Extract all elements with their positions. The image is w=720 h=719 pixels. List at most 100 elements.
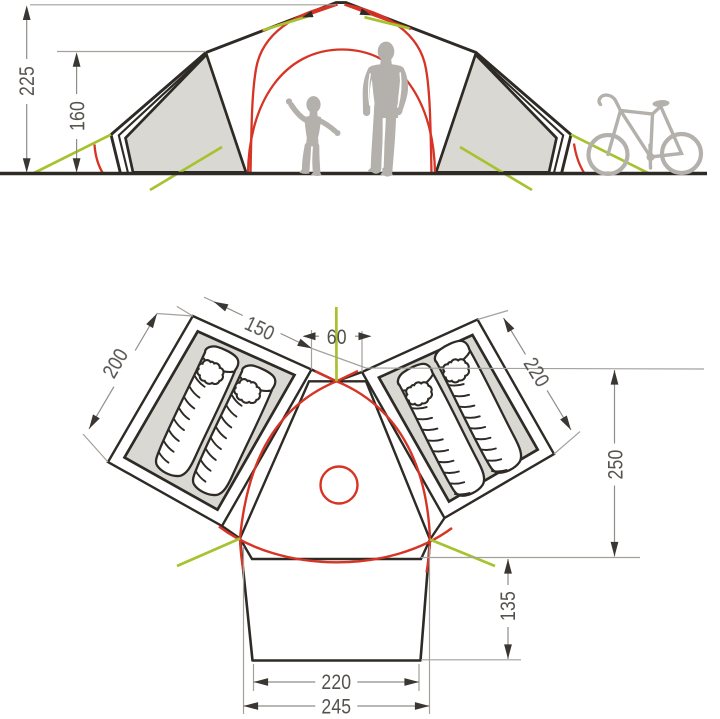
line-art xyxy=(503,318,515,333)
dim-body-depth: 250 xyxy=(604,450,628,480)
sleeping-bag-right-1 xyxy=(396,362,486,497)
circle-shape xyxy=(334,130,341,136)
center-ring xyxy=(319,465,359,505)
group xyxy=(176,306,496,568)
plan-guy-right xyxy=(429,538,496,568)
ridge-guy-right xyxy=(364,15,410,30)
line-segment xyxy=(82,433,109,463)
line-art xyxy=(302,332,316,341)
line-segment xyxy=(477,309,509,321)
line-art xyxy=(367,73,371,106)
line-art xyxy=(370,110,385,174)
line-art xyxy=(22,5,31,21)
pole-end-left xyxy=(93,144,104,175)
line-art xyxy=(243,702,259,710)
line-art xyxy=(22,158,31,173)
line-art xyxy=(310,146,313,171)
line-segment xyxy=(176,305,194,317)
line-art xyxy=(606,108,623,157)
line-art xyxy=(371,64,401,118)
circle-shape xyxy=(285,98,293,105)
elevation-view xyxy=(0,1,707,192)
pole-end-right xyxy=(572,143,586,175)
line-art xyxy=(442,358,470,384)
line-art xyxy=(380,165,393,176)
line-art xyxy=(382,110,397,177)
porch-outline xyxy=(238,538,432,662)
pole-arc-door xyxy=(246,48,437,174)
plan-dimensions: 150 200 60 220 250 135 220 245 xyxy=(82,296,705,719)
line-art xyxy=(411,406,471,496)
line-art xyxy=(648,105,684,159)
dim-cabin-length-left: 200 xyxy=(98,345,134,383)
line-art xyxy=(405,381,433,407)
line-art xyxy=(253,678,269,686)
line-art xyxy=(610,370,619,385)
dim-porch-outer-width: 245 xyxy=(321,695,351,719)
line-art xyxy=(157,375,206,464)
adult-figure xyxy=(362,41,409,177)
line-art xyxy=(650,104,663,116)
ridge-guy-left xyxy=(262,15,308,32)
line-art xyxy=(597,93,623,113)
sleeping-bag-left-2 xyxy=(191,364,277,497)
pole-arc-main-right xyxy=(344,3,433,174)
line-segment xyxy=(156,312,193,317)
bike-front-wheel xyxy=(586,132,630,177)
line-art xyxy=(448,383,508,473)
bike-rear-wheel xyxy=(659,131,704,176)
line-art xyxy=(194,394,243,483)
line-art xyxy=(288,101,310,124)
line-art xyxy=(240,538,430,661)
line-art xyxy=(213,301,229,312)
ridge-hook-right xyxy=(359,8,371,16)
ridge-hook-left xyxy=(302,10,314,18)
line-art xyxy=(397,72,402,108)
bike-crank xyxy=(646,153,655,161)
line-art xyxy=(196,359,225,386)
line-art xyxy=(404,678,419,686)
line-art xyxy=(358,332,372,341)
dim-height-inner: 160 xyxy=(66,101,90,131)
line-art xyxy=(233,378,262,405)
elevation-dimensions: 225 160 xyxy=(15,4,336,173)
dim-center-opening: 60 xyxy=(327,325,347,349)
group xyxy=(31,15,651,192)
line-art xyxy=(311,142,321,175)
sleeping-bag-left-1 xyxy=(154,345,240,478)
dim-porch-inner-width: 220 xyxy=(321,671,351,695)
line-art xyxy=(72,158,81,173)
line-art xyxy=(146,313,157,329)
bike-saddle xyxy=(652,100,670,107)
line-art xyxy=(504,559,512,574)
dim-porch-depth: 135 xyxy=(497,591,521,621)
inner-tent-arc-left xyxy=(238,369,359,572)
line-segment xyxy=(553,431,581,455)
dim-height-outer: 225 xyxy=(15,66,39,96)
line-art xyxy=(72,52,81,67)
dim-cabin-length-right: 220 xyxy=(518,354,554,392)
guy-line-front-right xyxy=(459,145,533,192)
line-art xyxy=(610,541,619,557)
plan-guy-left xyxy=(176,537,241,568)
line-art xyxy=(394,66,409,116)
bike-frame xyxy=(597,93,684,170)
group xyxy=(586,131,704,177)
tent-outline xyxy=(109,1,573,174)
line-art xyxy=(367,161,381,173)
tent-inner-wall-right xyxy=(475,54,565,174)
line-art xyxy=(310,166,322,177)
line-art xyxy=(618,108,653,159)
line-art xyxy=(299,164,310,174)
guy-line-left xyxy=(31,133,112,176)
line-art xyxy=(504,644,512,659)
guy-line-front-left xyxy=(149,145,223,192)
ref-line-cabin-top xyxy=(311,347,705,370)
pole-arc-main-left xyxy=(249,3,338,174)
line-art xyxy=(297,338,312,349)
plan-view xyxy=(106,306,556,662)
tent-inner-wall-left xyxy=(117,54,207,174)
line-art xyxy=(89,414,100,429)
line-art xyxy=(414,702,430,710)
